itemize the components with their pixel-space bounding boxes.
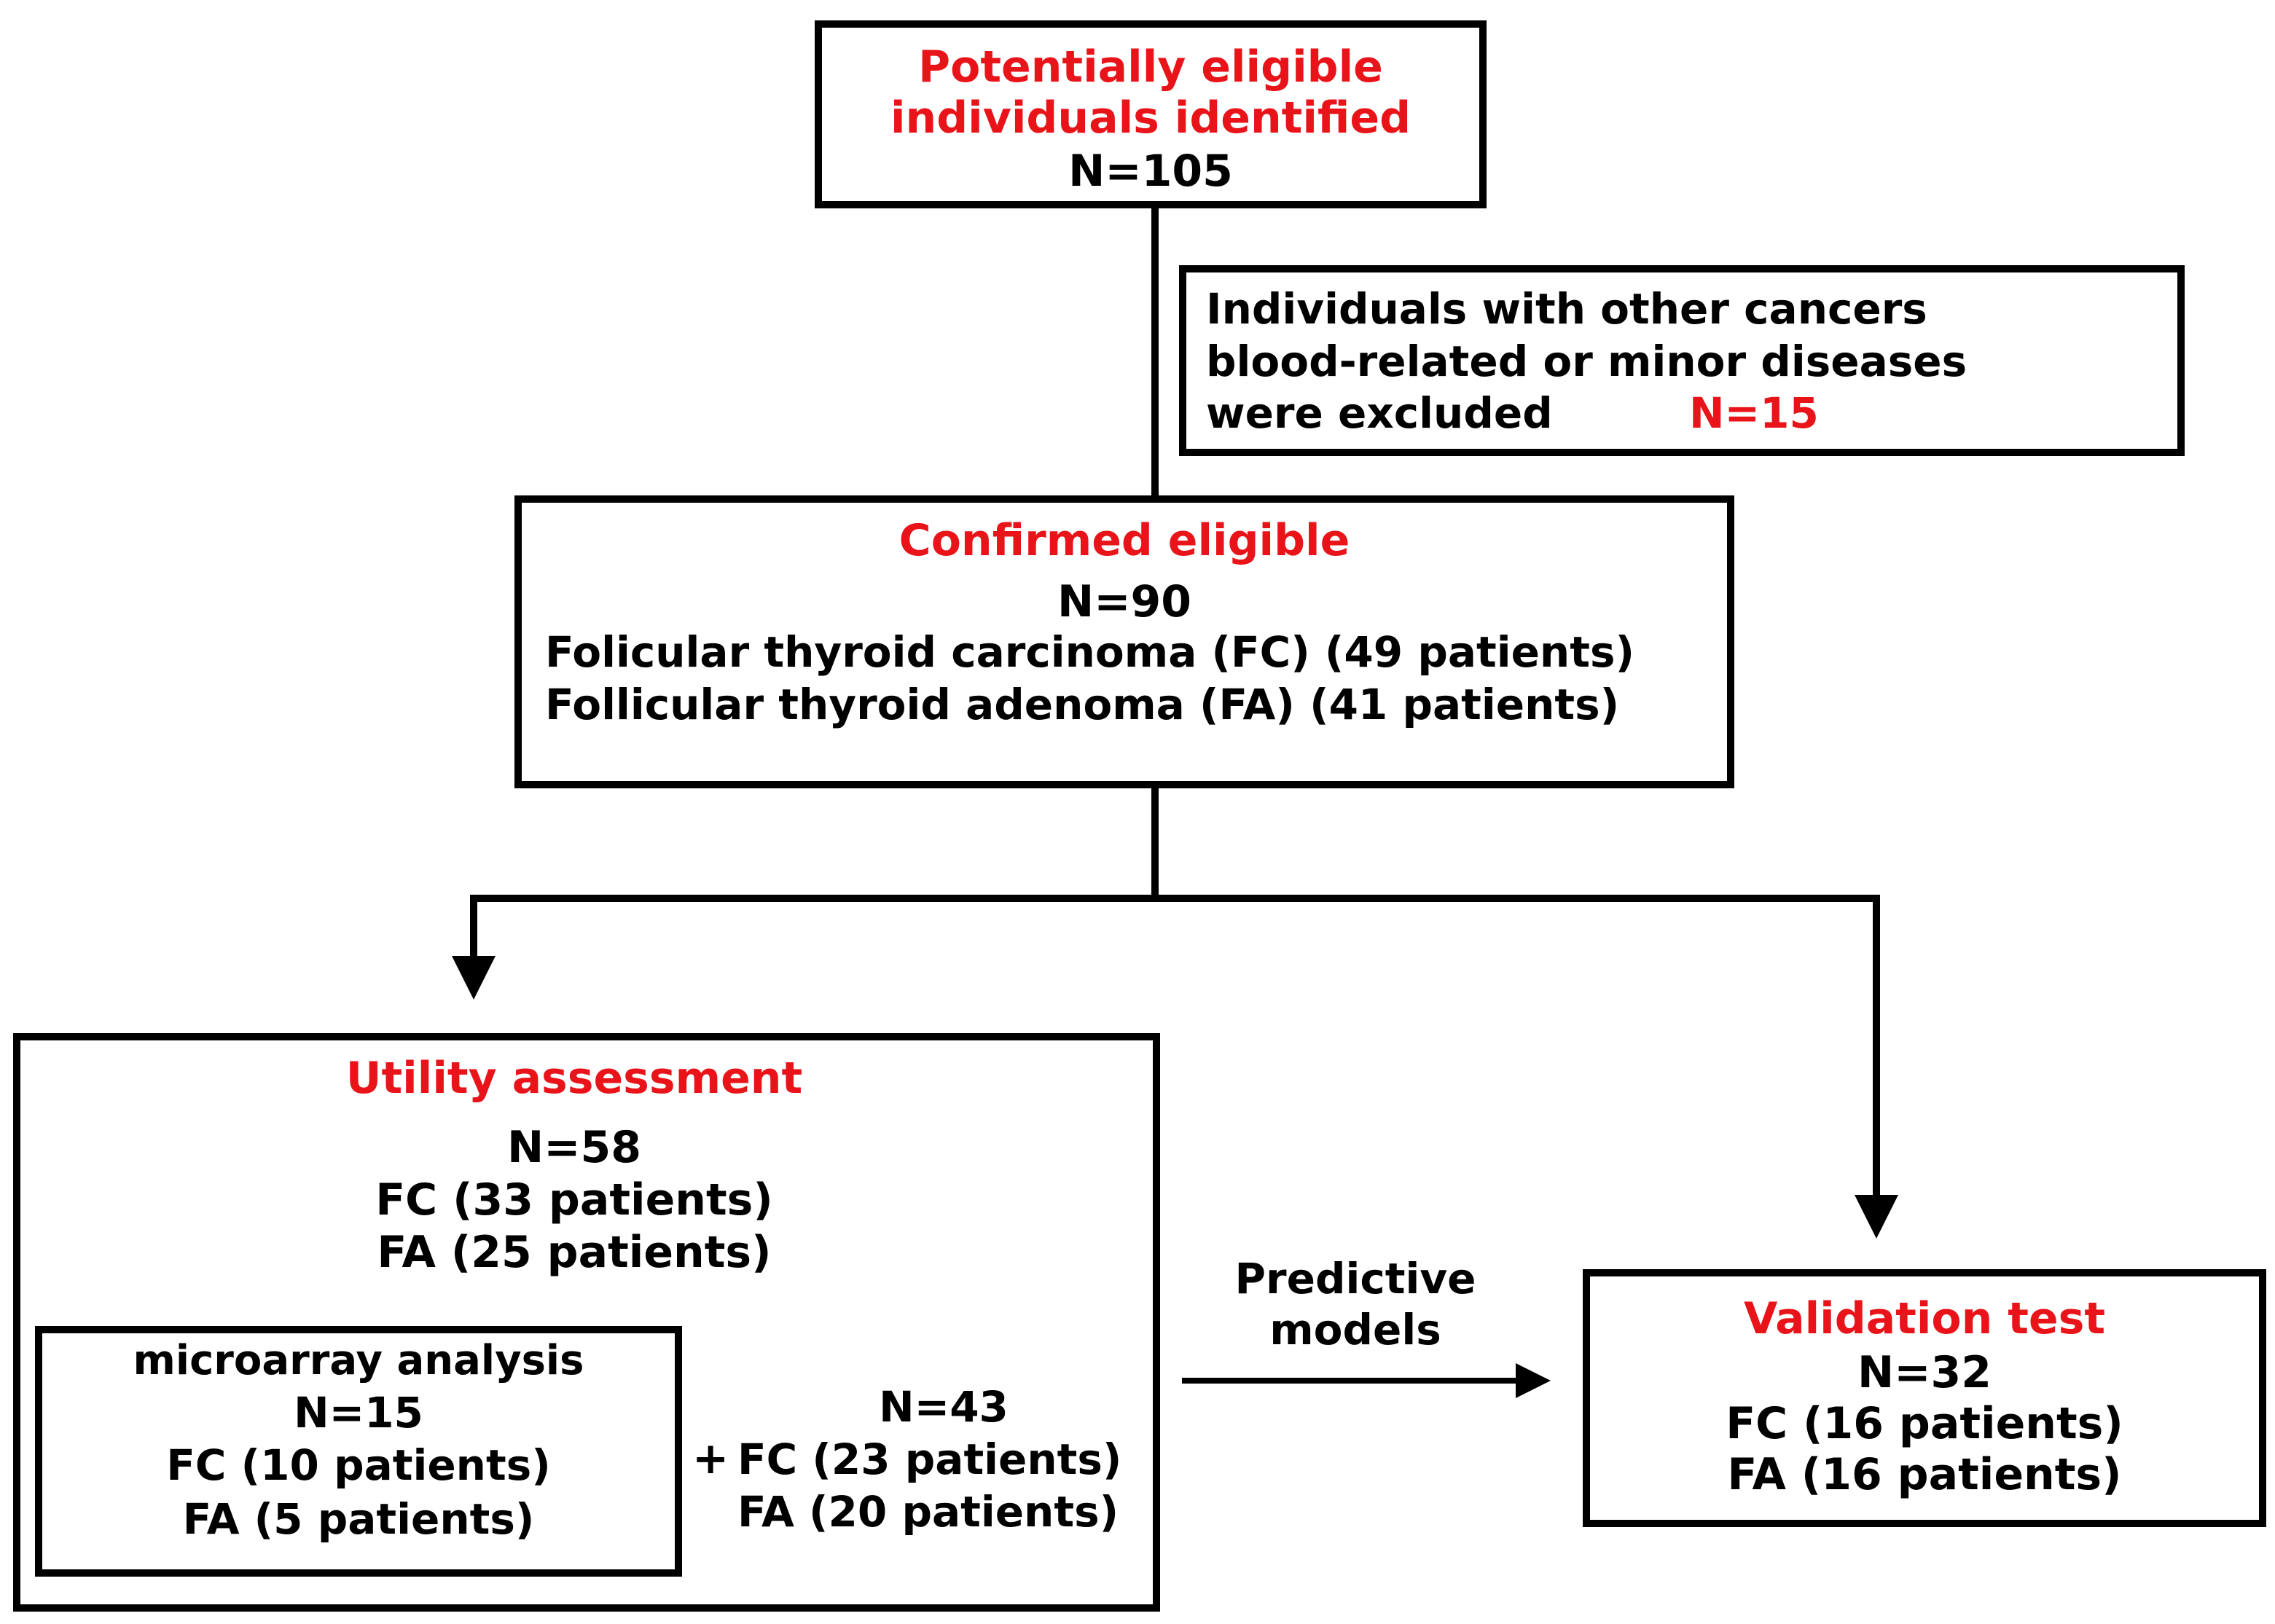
excluded-line2: blood-related or minor diseases [1206, 337, 1967, 386]
identified-count: N=105 [1068, 146, 1233, 197]
microarray-box [35, 1326, 682, 1577]
validation-title: Validation test [1743, 1293, 2106, 1344]
utility-count: N=58 [507, 1122, 641, 1173]
connector-split-bar [470, 895, 1880, 940]
extra-line-fa: FA (20 patients) [737, 1487, 1119, 1537]
validation-line-fc: FC (16 patients) [1726, 1398, 2123, 1449]
predictive-label-line1: Predictive [1234, 1254, 1476, 1303]
utility-line-fa: FA (25 patients) [377, 1227, 772, 1278]
identified-title-line2: individuals identified [890, 93, 1411, 144]
excluded-count: N=15 [1689, 388, 1819, 438]
extra-count: N=43 [879, 1382, 1009, 1432]
confirmed-box [514, 495, 1734, 788]
extra-plus: + [692, 1433, 729, 1484]
microarray-count: N=15 [294, 1388, 423, 1437]
excluded-box [1179, 265, 2185, 456]
identified-title-line1: Potentially eligible [918, 42, 1383, 93]
confirmed-line-fa: Follicular thyroid adenoma (FA) (41 pati… [545, 680, 1620, 729]
confirmed-count: N=90 [1057, 576, 1191, 627]
excluded-line1: Individuals with other cancers [1206, 284, 1927, 334]
utility-title: Utility assessment [345, 1053, 803, 1104]
extra-line-fc: FC (23 patients) [737, 1435, 1122, 1484]
validation-box [1583, 1269, 2266, 1527]
predictive-label-line2: models [1269, 1305, 1441, 1354]
microarray-line-fc: FC (10 patients) [166, 1440, 551, 1490]
microarray-line-fa: FA (5 patients) [182, 1494, 535, 1544]
utility-line-fc: FC (33 patients) [375, 1174, 773, 1225]
identified-box [815, 20, 1487, 208]
microarray-title: microarray analysis [133, 1337, 584, 1384]
validation-line-fa: FA (16 patients) [1727, 1449, 2122, 1500]
confirmed-line-fc: Folicular thyroid carcinoma (FC) (49 pat… [545, 627, 1634, 677]
confirmed-title: Confirmed eligible [898, 515, 1350, 566]
validation-count: N=32 [1857, 1347, 1992, 1398]
excluded-line3: were excluded [1206, 388, 1553, 438]
